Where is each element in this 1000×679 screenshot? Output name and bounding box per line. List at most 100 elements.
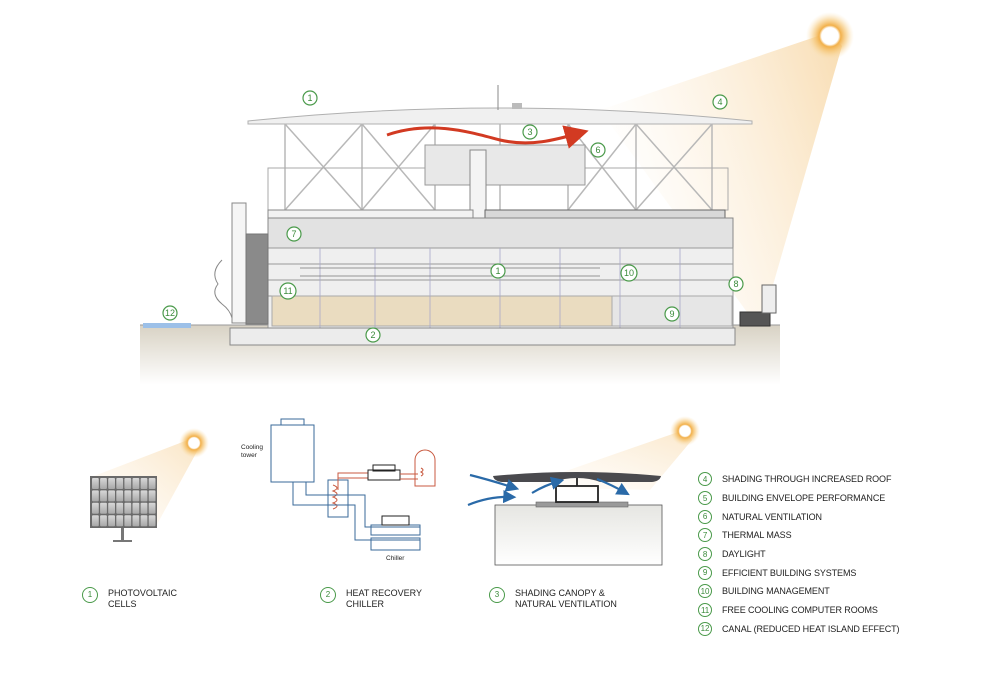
building-section: [214, 85, 777, 346]
legend-label: BUILDING ENVELOPE PERFORMANCE: [722, 493, 886, 504]
svg-text:8: 8: [733, 279, 738, 289]
legend-label: FREE COOLING COMPUTER ROOMS: [722, 605, 878, 616]
section-callouts: 1 4 3 6 7 1 10 11 8 9 2 12: [162, 90, 744, 343]
pv-cell: [116, 490, 124, 502]
legend-number-badge: 6: [698, 509, 712, 524]
legend-label: BUILDING MANAGEMENT: [722, 586, 830, 597]
svg-text:6: 6: [595, 145, 600, 155]
pv-cell: [92, 502, 99, 514]
svg-text:1: 1: [307, 93, 312, 103]
svg-text:11: 11: [283, 286, 292, 296]
pv-cell: [140, 515, 148, 527]
feature-number-badge: 2: [320, 587, 336, 603]
feature-text: SHADING CANOPY &NATURAL VENTILATION: [515, 588, 617, 609]
pv-cell: [124, 515, 132, 527]
svg-text:1: 1: [495, 266, 500, 276]
callout-10: 10: [620, 264, 638, 282]
callout-4: 4: [712, 94, 728, 110]
pv-cell: [100, 478, 107, 489]
callout-1-roof: 1: [302, 90, 318, 106]
airflow-arrow-blue: [596, 477, 630, 496]
pv-cell: [100, 515, 107, 527]
callout-2: 2: [365, 327, 381, 343]
chiller-label: Chiller: [386, 555, 405, 562]
callout-12: 12: [162, 305, 178, 321]
pv-cell: [148, 478, 156, 489]
legend-item: 10 BUILDING MANAGEMENT: [698, 582, 899, 601]
pv-cell: [116, 502, 124, 514]
callout-7: 7: [286, 226, 302, 242]
svg-text:4: 4: [717, 97, 722, 107]
legend-number-badge: 10: [698, 584, 712, 599]
pv-cell: [108, 502, 115, 514]
solar-panel-icon: [90, 476, 157, 542]
pv-cell: [140, 490, 148, 502]
hot-water-tank: [414, 449, 436, 487]
feature-number-badge: 3: [489, 587, 505, 603]
legend-number-badge: 11: [698, 603, 712, 618]
callout-9: 9: [664, 306, 680, 322]
callout-8: 8: [728, 276, 744, 292]
legend-number-badge: 8: [698, 547, 712, 562]
cooling-tower-label: Cooling tower: [241, 444, 263, 460]
legend-number-badge: 12: [698, 621, 712, 636]
pv-cell: [108, 490, 115, 502]
pv-cell: [148, 515, 156, 527]
chiller-unit-bottom: [370, 537, 421, 551]
legend-item: 5 BUILDING ENVELOPE PERFORMANCE: [698, 489, 899, 508]
pv-cell: [140, 478, 148, 489]
main-sun-beam: [600, 32, 842, 330]
pv-diagram: [90, 428, 209, 542]
legend-label: NATURAL VENTILATION: [722, 511, 822, 522]
cooling-tower-label-line1: Cooling: [241, 444, 264, 451]
canopy-sun-icon: [670, 416, 700, 446]
feature-number-badge: 1: [82, 587, 98, 603]
sun-icon: [806, 12, 854, 60]
pv-cell: [100, 502, 107, 514]
canal-water: [143, 323, 191, 328]
pv-cell: [132, 478, 140, 489]
callout-1-floor: 1: [490, 263, 506, 279]
svg-text:9: 9: [669, 309, 674, 319]
pv-cell: [92, 515, 99, 527]
cooling-tower: [270, 424, 315, 483]
pv-cell: [132, 490, 140, 502]
pv-cell: [132, 515, 140, 527]
callout-6: 6: [590, 142, 606, 158]
pv-cell: [148, 502, 156, 514]
callout-3: 3: [522, 124, 538, 140]
svg-text:7: 7: [291, 229, 296, 239]
airflow-arrow-blue: [531, 476, 565, 494]
legend-label: DAYLIGHT: [722, 549, 766, 560]
pv-cell: [124, 490, 132, 502]
legend-number-badge: 5: [698, 491, 712, 506]
callout-11: 11: [279, 282, 297, 300]
legend-item: 11 FREE COOLING COMPUTER ROOMS: [698, 601, 899, 620]
pv-cell: [108, 478, 115, 489]
svg-text:2: 2: [370, 330, 375, 340]
heat-recovery-chiller-diagram: [270, 418, 436, 551]
legend-label: SHADING THROUGH INCREASED ROOF: [722, 474, 892, 485]
legend-label: EFFICIENT BUILDING SYSTEMS: [722, 567, 857, 578]
svg-text:12: 12: [165, 308, 175, 318]
pv-cell: [140, 502, 148, 514]
cooling-tower-label-line2: tower: [241, 452, 257, 459]
pv-sun-icon: [179, 428, 209, 458]
legend-number-badge: 7: [698, 528, 712, 543]
airflow-arrow-blue: [467, 490, 517, 507]
svg-text:3: 3: [527, 127, 532, 137]
pv-cell: [108, 515, 115, 527]
pv-cell: [92, 490, 99, 502]
feature-shading-canopy: 3 SHADING CANOPY &NATURAL VENTILATION: [489, 587, 617, 609]
canopy-diagram: [467, 416, 700, 566]
legend-item: 8 DAYLIGHT: [698, 545, 899, 564]
pv-cell: [100, 490, 107, 502]
